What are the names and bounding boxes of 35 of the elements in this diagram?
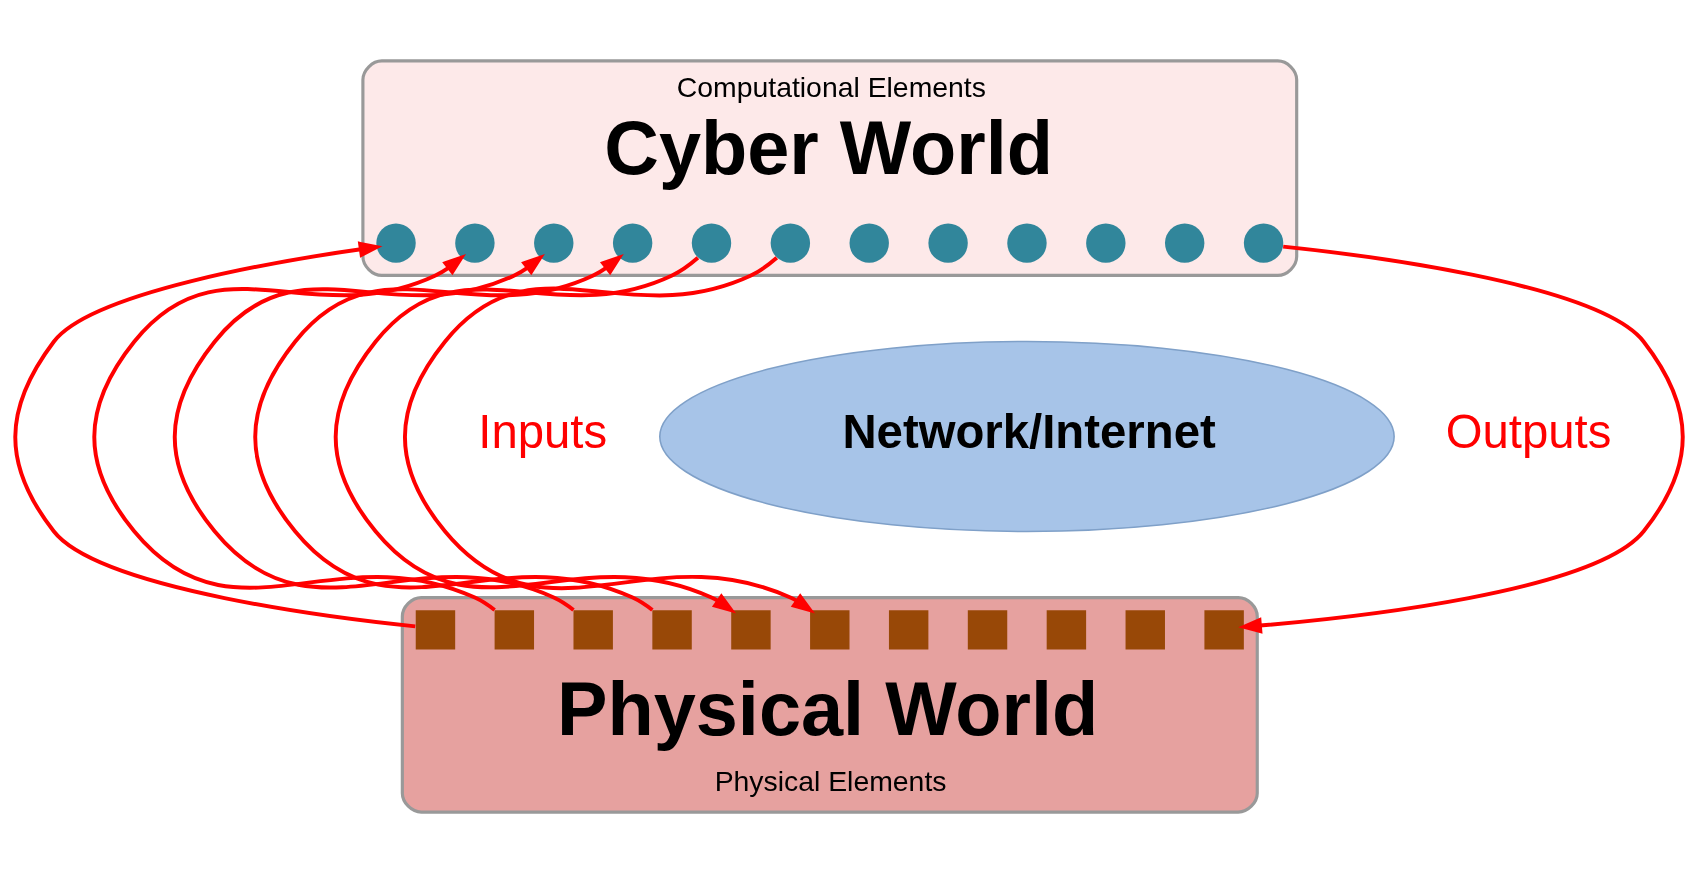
node-box (967, 609, 1008, 650)
arrow (172, 253, 575, 612)
node-circle (691, 222, 732, 263)
node-ellipse: Network/Internet (659, 340, 1395, 532)
node-circle (1243, 222, 1284, 263)
node-box (1125, 609, 1165, 650)
node-circle (770, 222, 811, 263)
node-circle (376, 222, 416, 263)
node-circle (534, 222, 574, 263)
arrow (13, 240, 416, 628)
node-label: Computational Elements (676, 70, 986, 103)
node-circle (1165, 222, 1205, 263)
node-box (888, 609, 929, 650)
arrow (92, 253, 496, 612)
arrow (253, 253, 654, 612)
node-circle (849, 222, 889, 263)
label: Inputs (478, 404, 608, 458)
node-circle (928, 222, 968, 263)
arrow (403, 255, 816, 613)
node-box (1204, 609, 1244, 650)
node-circle (612, 222, 653, 263)
label: Outputs (1445, 404, 1612, 458)
node-box (731, 609, 771, 650)
node-circle (455, 222, 495, 263)
node-box (494, 609, 535, 650)
node-circle (1086, 222, 1126, 263)
node-circle (1007, 222, 1047, 263)
arrow (333, 255, 737, 613)
node-box (810, 609, 850, 650)
node-box (415, 609, 456, 650)
node-box (1046, 609, 1087, 650)
node-label: Physical Elements (714, 764, 947, 797)
node-box (652, 609, 692, 650)
node-box (573, 609, 613, 650)
arrow (1238, 244, 1685, 634)
